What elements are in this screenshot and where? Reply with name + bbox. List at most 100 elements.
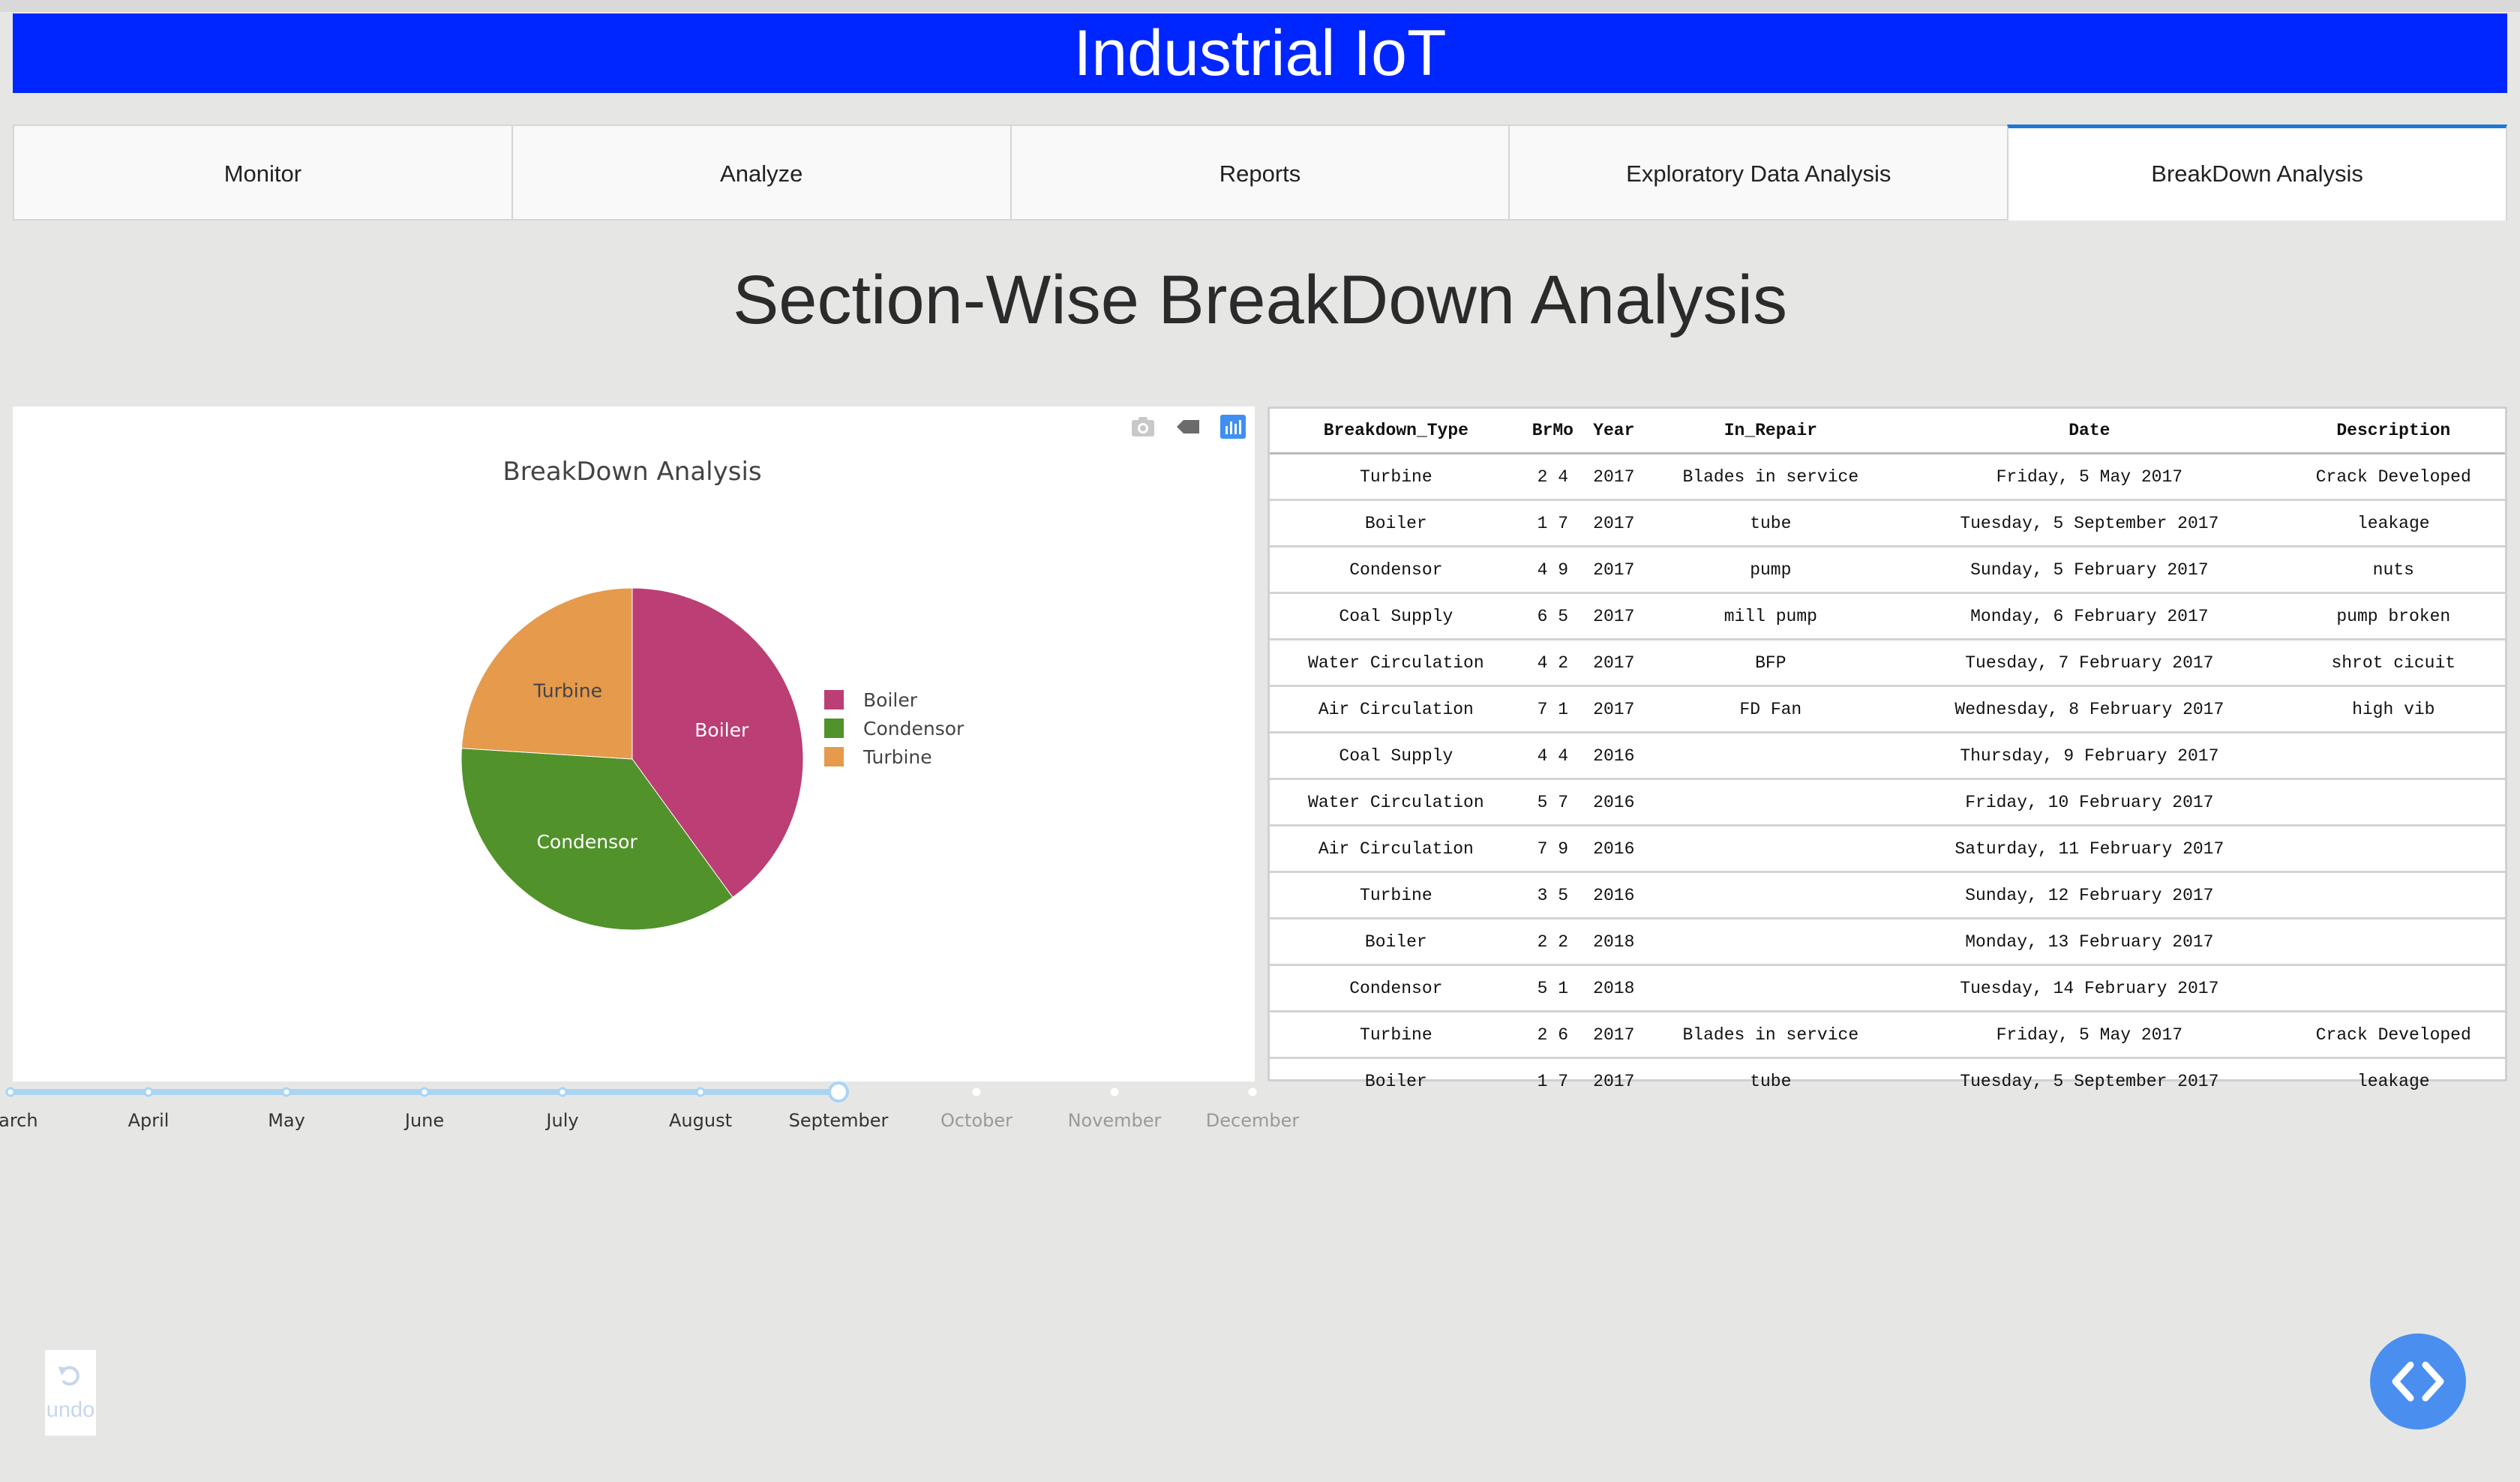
table-cell: Air Circulation	[1270, 824, 1522, 872]
table-cell: Tuesday, 5 September 2017	[1897, 1057, 2282, 1103]
table-cell: Friday, 5 May 2017	[1897, 1010, 2282, 1058]
table-cell: 2017	[1583, 592, 1645, 640]
slider-dot[interactable]	[557, 1087, 568, 1097]
slider-mark-december[interactable]: December	[1206, 1110, 1300, 1131]
slider-dot[interactable]	[1248, 1088, 1257, 1096]
table-cell: 2017	[1583, 452, 1645, 500]
slider-mark-september[interactable]: September	[789, 1110, 889, 1131]
table-cell: 2017	[1583, 545, 1645, 593]
table-cell: Tuesday, 5 September 2017	[1897, 499, 2282, 547]
slider-dot[interactable]	[1110, 1088, 1119, 1096]
dev-tools-button[interactable]	[2370, 1334, 2466, 1430]
pie-slice-turbine[interactable]	[460, 587, 633, 760]
pie-slice-boiler[interactable]	[632, 587, 804, 898]
slider-handle[interactable]	[828, 1082, 849, 1102]
section-title: Section-Wise BreakDown Analysis	[732, 262, 1788, 338]
table-cell: pump broken	[2282, 592, 2505, 640]
legend-item-condensor[interactable]: Condensor	[863, 718, 964, 740]
table-cell: leakage	[2282, 1057, 2505, 1103]
table-cell: Tuesday, 7 February 2017	[1897, 638, 2282, 686]
legend-swatch[interactable]	[824, 747, 844, 766]
legend-item-boiler[interactable]: Boiler	[863, 689, 918, 711]
table-cell: 2017	[1583, 499, 1645, 547]
column-header[interactable]: Date	[1897, 409, 2282, 454]
table-cell: 4 4	[1522, 731, 1584, 779]
table-cell	[1644, 731, 1898, 779]
tab-monitor[interactable]: Monitor	[13, 124, 512, 220]
table-cell: 2 6	[1522, 1010, 1584, 1058]
tab-exploratory-data-analysis[interactable]: Exploratory Data Analysis	[1508, 124, 2008, 220]
slider-dot[interactable]	[695, 1087, 706, 1097]
table-cell: 5 7	[1522, 778, 1584, 826]
slider-mark-november[interactable]: November	[1068, 1110, 1162, 1131]
table-cell: Friday, 10 February 2017	[1897, 778, 2282, 826]
legend-swatch[interactable]	[824, 690, 844, 710]
undo-icon	[58, 1366, 80, 1386]
slider-mark-march[interactable]: March	[0, 1110, 38, 1131]
tag-icon[interactable]	[1174, 414, 1202, 440]
table-cell: Sunday, 12 February 2017	[1897, 871, 2282, 919]
table-cell: 2017	[1583, 1010, 1645, 1058]
table-cell: Saturday, 11 February 2017	[1897, 824, 2282, 872]
table-cell: Water Circulation	[1270, 638, 1522, 686]
slider-dot[interactable]	[281, 1087, 292, 1097]
column-header[interactable]: BrMo	[1522, 409, 1584, 454]
slider-dot[interactable]	[419, 1087, 430, 1097]
tab-reports[interactable]: Reports	[1010, 124, 1509, 220]
slider-mark-april[interactable]: April	[128, 1110, 170, 1131]
table-cell: nuts	[2282, 545, 2505, 593]
column-header[interactable]: In_Repair	[1644, 409, 1898, 454]
app-header: Industrial IoT	[13, 14, 2507, 93]
legend-item-turbine[interactable]: Turbine	[862, 746, 932, 768]
table-cell: high vib	[2282, 685, 2505, 733]
column-header[interactable]: Description	[2282, 409, 2505, 454]
pie-slice-condensor[interactable]	[460, 748, 734, 931]
legend-swatch[interactable]	[824, 718, 844, 738]
table-cell: Turbine	[1270, 871, 1522, 919]
table-cell: Condensor	[1270, 545, 1522, 593]
table-cell	[2282, 824, 2505, 872]
slider-mark-june[interactable]: June	[404, 1110, 444, 1131]
table-cell	[1644, 871, 1898, 919]
undo-button[interactable]: undo	[45, 1350, 96, 1436]
month-slider[interactable]: March April May June July August September Octo…	[0, 1080, 1350, 1140]
table-cell	[2282, 964, 2505, 1012]
slider-dot[interactable]	[143, 1087, 154, 1097]
column-header[interactable]: Year	[1583, 409, 1645, 454]
slider-dot[interactable]	[972, 1088, 981, 1096]
table-cell	[1644, 964, 1898, 1012]
plotly-logo-icon[interactable]	[1219, 414, 1247, 440]
slice-label-boiler: Boiler	[694, 719, 749, 741]
table-cell	[2282, 778, 2505, 826]
table-cell: Monday, 6 February 2017	[1897, 592, 2282, 640]
table-cell: 5 1	[1522, 964, 1584, 1012]
slider-mark-august[interactable]: August	[669, 1110, 732, 1131]
slider-mark-may[interactable]: May	[268, 1110, 305, 1131]
slider-mark-october[interactable]: October	[940, 1110, 1012, 1131]
table-cell: 7 1	[1522, 685, 1584, 733]
table-cell	[1644, 778, 1898, 826]
slider-mark-july[interactable]: July	[544, 1110, 578, 1131]
column-header[interactable]: Breakdown_Type	[1270, 409, 1522, 454]
tab-breakdown-analysis[interactable]: BreakDown Analysis	[2007, 124, 2507, 220]
slider-dot[interactable]	[5, 1087, 16, 1097]
table-cell: Tuesday, 14 February 2017	[1897, 964, 2282, 1012]
table-cell: Friday, 5 May 2017	[1897, 452, 2282, 500]
table-cell	[1644, 917, 1898, 965]
camera-icon[interactable]	[1129, 414, 1157, 440]
table-cell: Water Circulation	[1270, 778, 1522, 826]
table-cell	[2282, 871, 2505, 919]
tab-analyze[interactable]: Analyze	[511, 124, 1010, 220]
table-cell: 2017	[1583, 638, 1645, 686]
